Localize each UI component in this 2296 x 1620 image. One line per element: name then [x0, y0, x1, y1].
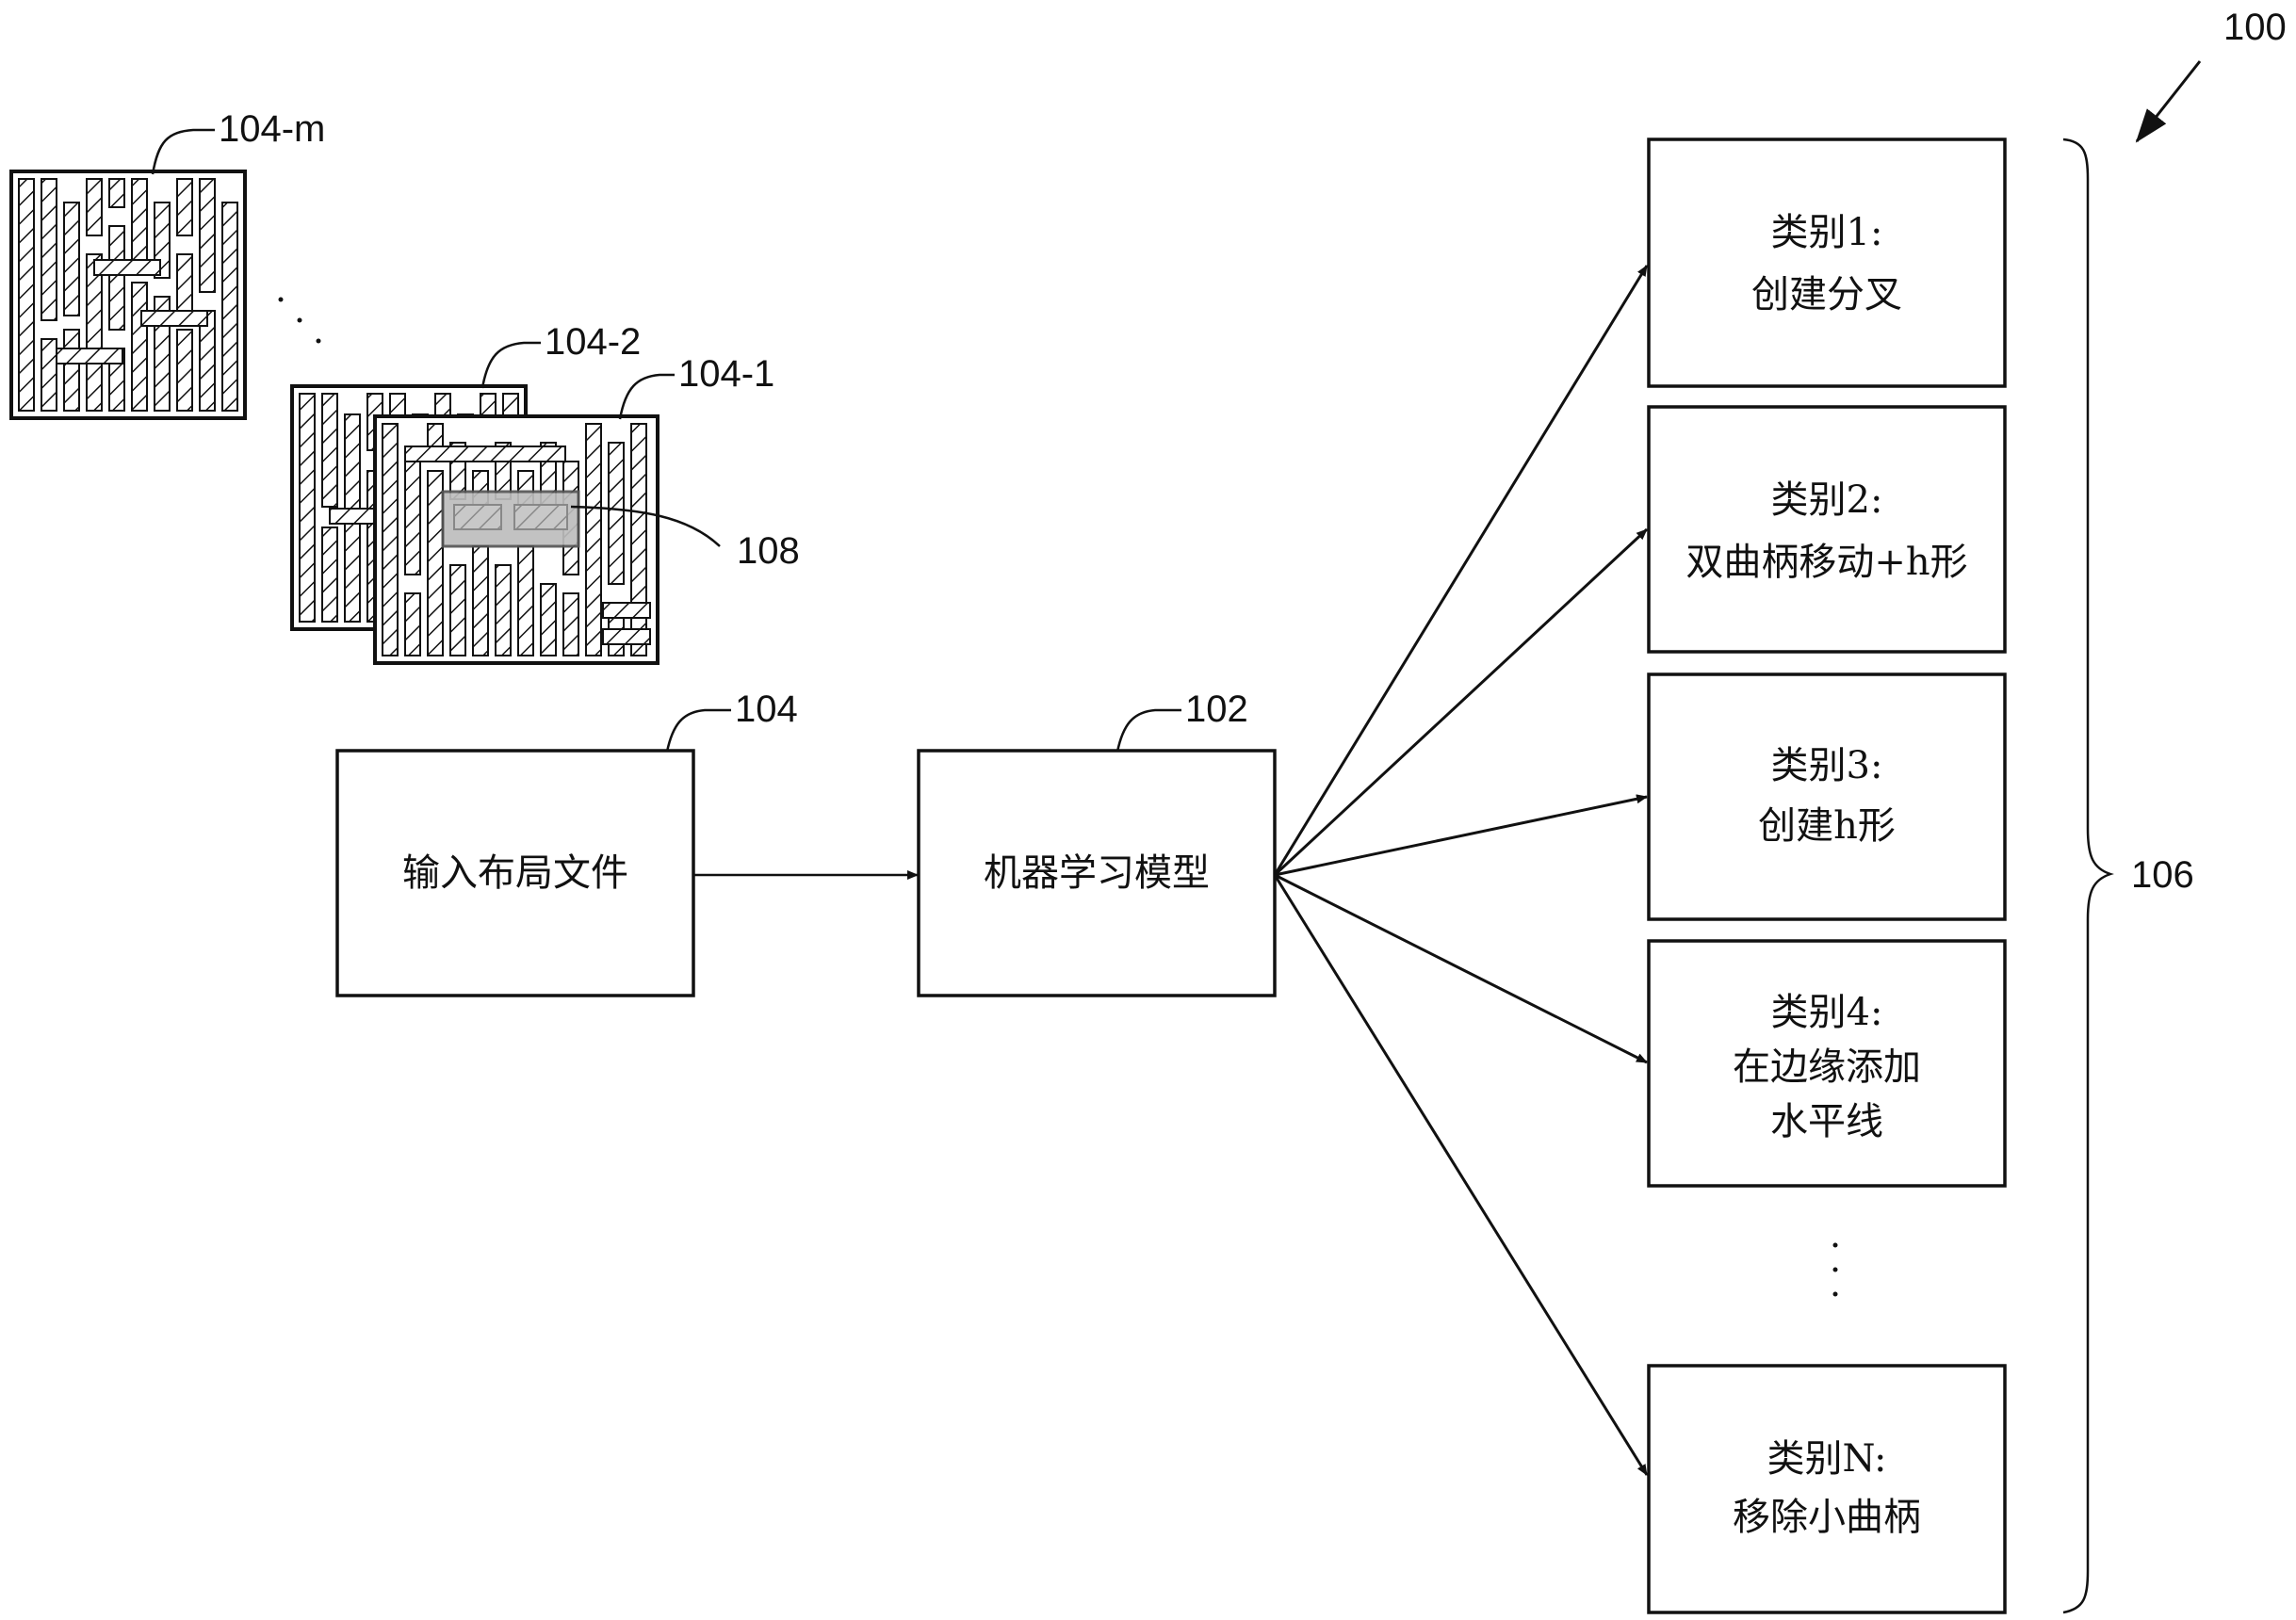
hatched-wire-segment [382, 423, 399, 656]
tile-1-callout: 104-1 [618, 353, 774, 420]
hatched-wire-segment [427, 470, 444, 656]
arrow-to-category-1 [1273, 265, 1649, 876]
fan-out-arrows [1273, 265, 1649, 1476]
category-box-2: 类别2: 双曲柄移动+h形 [1647, 405, 2007, 654]
hatched-wire-segment [602, 628, 651, 645]
highlight-region-108: 108 [441, 490, 800, 572]
tile-m-leader-line [151, 128, 215, 175]
hatched-wire-segment [41, 178, 57, 321]
ellipsis-dots-categories [1832, 1242, 1838, 1297]
tile-1-label: 104-1 [678, 353, 774, 395]
hatched-wire-segment [540, 583, 557, 656]
hatched-wire-segment [562, 592, 579, 656]
hatched-wire-segment [404, 446, 566, 462]
hatched-wire-segment [41, 338, 57, 412]
hatched-wire-segment [63, 202, 80, 316]
arrow-to-category-n [1273, 874, 1649, 1476]
category-1-line-2: 创建分叉 [1751, 273, 1902, 316]
tile-m-callout: 104-m [151, 108, 325, 175]
hatched-wire-segment [131, 282, 148, 412]
categories-ref-label: 106 [2131, 854, 2194, 896]
category-1-line-1: 类别1: [1771, 211, 1883, 254]
category-n-line-2: 移除小曲柄 [1733, 1496, 1921, 1539]
model-box-callout: 102 [1115, 688, 1248, 753]
ml-model-box: 机器学习模型 [917, 749, 1277, 997]
tile-m-label: 104-m [219, 108, 325, 150]
category-2-line-2: 双曲柄移动+h形 [1685, 541, 1967, 584]
region-108-label: 108 [737, 530, 800, 572]
categories-brace: 106 [2062, 138, 2194, 1614]
hatched-wire-segment [86, 253, 103, 412]
category-box-3: 类别3: 创建h形 [1647, 672, 2007, 921]
figure-ref-label: 100 [2223, 7, 2287, 48]
category-4-line-2: 在边缘添加 [1733, 1045, 1921, 1089]
hatched-wire-segment [176, 178, 193, 236]
category-3-line-1: 类别3: [1771, 744, 1883, 787]
category-3-line-2: 创建h形 [1758, 804, 1896, 848]
category-4-line-3: 水平线 [1770, 1100, 1883, 1143]
tile-1-leader-line [618, 373, 675, 420]
figure-reference: 100 [2135, 7, 2287, 143]
hatched-wire-segment [495, 564, 512, 656]
category-box-1: 类别1: 创建分叉 [1647, 138, 2007, 388]
category-2-line-1: 类别2: [1771, 478, 1883, 522]
input-box-callout: 104 [665, 688, 798, 753]
model-box-ref: 102 [1185, 688, 1248, 730]
tile-2-callout: 104-2 [480, 321, 641, 389]
arrow-to-category-4 [1274, 873, 1648, 1064]
hatched-wire-segment [199, 178, 216, 293]
hatched-wire-segment [140, 310, 208, 327]
hatched-wire-segment [86, 178, 103, 236]
figure-ref-arrow [2135, 60, 2202, 143]
brace-shape [2062, 138, 2114, 1614]
hatched-wire-segment [321, 393, 338, 508]
ellipsis-dots-tiles [278, 297, 321, 344]
category-n-line-1: 类别N: [1767, 1437, 1886, 1481]
hatched-wire-segment [93, 259, 161, 276]
hatched-wire-segment [221, 202, 238, 412]
tile-2-label: 104-2 [545, 321, 641, 363]
arrow-to-category-3 [1274, 794, 1648, 877]
category-4-line-1: 类别4: [1771, 991, 1883, 1034]
input-box-ref: 104 [735, 688, 798, 730]
hatched-wire-segment [108, 225, 125, 331]
category-box-n: 类别N: 移除小曲柄 [1647, 1364, 2007, 1614]
layout-tile-m [9, 170, 247, 420]
input-box-leader-line [665, 708, 731, 753]
hatched-wire-segment [299, 393, 316, 623]
hatched-wire-segment [449, 564, 466, 656]
region-108-leader-line [570, 505, 721, 547]
hatched-wire-segment [321, 526, 338, 623]
hatched-wire-segment [472, 545, 489, 656]
hatched-wire-segment [176, 329, 193, 412]
arrow-to-category-2 [1273, 527, 1649, 877]
hatched-wire-segment [404, 592, 421, 656]
input-layout-file-box: 输入布局文件 [335, 749, 695, 997]
hatched-wire-segment [608, 442, 625, 585]
category-box-4: 类别4: 在边缘添加 水平线 [1647, 939, 2007, 1188]
hatched-wire-segment [18, 178, 35, 412]
hatched-wire-segment [517, 545, 534, 656]
hatched-wire-segment [108, 178, 125, 208]
tile-2-leader-line [480, 341, 541, 389]
model-box-leader-line [1115, 708, 1181, 753]
model-box-label: 机器学习模型 [984, 851, 1210, 895]
hatched-wire-segment [56, 348, 123, 364]
input-box-label: 输入布局文件 [402, 851, 628, 895]
hatched-wire-segment [602, 602, 651, 619]
hatched-wire-segment [176, 253, 193, 312]
hatched-wire-segment [585, 423, 602, 656]
hatched-wire-segment [404, 461, 421, 575]
hatched-wire-segment [63, 329, 80, 412]
hatched-wire-segment [131, 178, 148, 265]
hatched-wire-segment [630, 423, 647, 656]
